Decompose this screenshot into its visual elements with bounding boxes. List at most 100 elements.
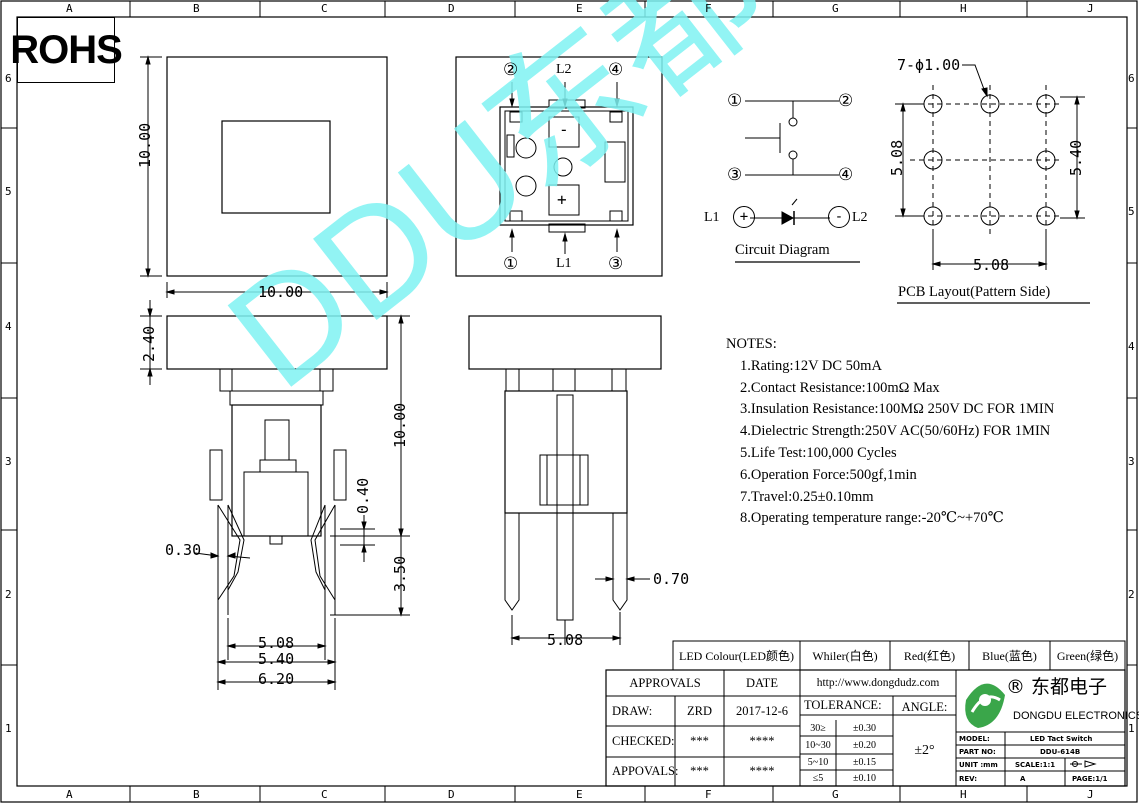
note-item: 2.Contact Resistance:100mΩ Max (740, 379, 940, 396)
row-label: 5 (1128, 205, 1135, 218)
tol-range: 10~30 (805, 739, 831, 751)
led-option-red: Red(红色) (903, 649, 956, 663)
company-logo-graphic (965, 683, 1005, 728)
dim-070: 0.70 (653, 570, 690, 588)
draw-date: 2017-12-6 (735, 703, 789, 718)
tol-value: ±0.10 (853, 772, 876, 784)
page-label: PAGE:1/1 (1072, 774, 1108, 783)
row-label: 5 (5, 185, 12, 198)
tol-value: ±0.20 (853, 739, 876, 751)
scale-label: SCALE:1:1 (1015, 760, 1056, 769)
pin-3-label: ③ (608, 254, 624, 274)
pin-4-label: ④ (608, 60, 624, 80)
note-item: 3.Insulation Resistance:100MΩ 250V DC FO… (740, 401, 1055, 418)
dim-540-side: 5.40 (258, 650, 295, 668)
checked-label: CHECKED: (612, 734, 675, 748)
date-header: DATE (746, 675, 778, 690)
tol-range: ≤5 (812, 772, 824, 784)
company-name-en: DONGDU ELECTRONICS (1013, 710, 1139, 722)
circuit-l1: L1 (704, 210, 720, 225)
part-label: PART NO: (959, 747, 996, 756)
col-label: A (66, 788, 73, 801)
minus-label: - (559, 120, 569, 139)
led-option-blue: Blue(蓝色) (982, 649, 1037, 663)
dim-height: 10.00 (136, 122, 154, 168)
circuit-pin-4: ④ (838, 165, 854, 185)
part-value: DDU-614B (1040, 747, 1081, 756)
row-label: 6 (1128, 72, 1135, 85)
col-label: J (1087, 788, 1094, 801)
row-label: 4 (5, 320, 12, 333)
checked-date: **** (749, 734, 775, 748)
tol-range: 30≥ (810, 722, 826, 734)
draw-name: ZRD (687, 703, 712, 718)
col-label: D (448, 788, 455, 801)
led-option-green: Green(绿色) (1056, 649, 1119, 663)
rev-label: REV: (959, 774, 978, 783)
appovals-date: **** (749, 764, 775, 778)
circuit-pin-2: ② (838, 91, 854, 111)
col-label: F (705, 2, 712, 15)
col-label: D (448, 2, 455, 15)
col-label: F (705, 788, 712, 801)
row-label: 1 (5, 722, 12, 735)
dim-508-side: 5.08 (258, 634, 295, 652)
dim-width: 10.00 (258, 283, 304, 301)
col-label: G (832, 788, 839, 801)
dim-508-right: 5.08 (547, 631, 584, 649)
row-label: 1 (1128, 722, 1135, 735)
circuit-plus: + (733, 206, 755, 228)
tol-range: 5~10 (807, 756, 829, 768)
row-label: 4 (1128, 340, 1135, 353)
circuit-title: Circuit Diagram (735, 242, 830, 258)
col-label: J (1087, 2, 1094, 15)
col-label: B (193, 2, 200, 15)
tol-value: ±0.30 (853, 722, 876, 734)
checked-name: *** (690, 734, 709, 748)
col-label: E (576, 788, 583, 801)
company-name-cn: ® 东都电子 (1006, 675, 1108, 698)
dim-body-height: 10.00 (391, 402, 409, 448)
row-label: 3 (5, 455, 12, 468)
approvals-header: APPROVALS (629, 675, 701, 690)
dim-040: 0.40 (354, 477, 372, 514)
note-item: 8.Operating temperature range:-20℃~+70℃ (740, 510, 1004, 527)
row-label: 6 (5, 72, 12, 85)
col-label: C (321, 788, 328, 801)
note-item: 1.Rating:12V DC 50mA (740, 357, 882, 374)
l1-label: L1 (556, 256, 572, 271)
note-item: 4.Dielectric Strength:250V AC(50/60Hz) F… (740, 423, 1051, 440)
dim-pin-length: 3.50 (391, 555, 409, 592)
plus-label: + (557, 190, 567, 209)
col-label: C (321, 2, 328, 15)
row-label: 3 (1128, 455, 1135, 468)
notes-block: NOTES: 1.Rating:12V DC 50mA 2.Contact Re… (726, 334, 1054, 530)
col-label: E (576, 2, 583, 15)
col-label: B (193, 788, 200, 801)
pcb-hole-spec: 7-ϕ1.00 (897, 56, 961, 74)
pin-2-label: ② (503, 60, 519, 80)
note-item: 6.Operation Force:500gf,1min (740, 466, 917, 483)
dim-030: 0.30 (165, 541, 202, 559)
tol-value: ±0.15 (853, 756, 876, 768)
pcb-dim-508h: 5.08 (973, 256, 1010, 274)
note-item: 7.Travel:0.25±0.10mm (740, 488, 874, 505)
angle-value: ±2° (914, 743, 935, 758)
led-option-white: Whiler(白色) (812, 649, 878, 663)
l2-label: L2 (556, 62, 572, 77)
row-label: 2 (1128, 588, 1135, 601)
pcb-dim-540v: 5.40 (1067, 139, 1085, 176)
model-label: MODEL: (959, 734, 990, 743)
appovals-label: APPOVALS: (612, 764, 679, 778)
company-url: http://www.dongdudz.com (816, 677, 940, 689)
col-label: H (960, 788, 967, 801)
dim-cap-height: 2.40 (140, 325, 158, 362)
col-label: H (960, 2, 967, 15)
rev-value: A (1020, 774, 1026, 783)
pcb-title: PCB Layout(Pattern Side) (898, 284, 1051, 300)
rohs-badge: ROHS (10, 17, 123, 83)
led-colour-label: LED Colour(LED颜色) (679, 649, 794, 663)
pin-1-label: ① (503, 254, 519, 274)
draw-label: DRAW: (612, 703, 653, 718)
